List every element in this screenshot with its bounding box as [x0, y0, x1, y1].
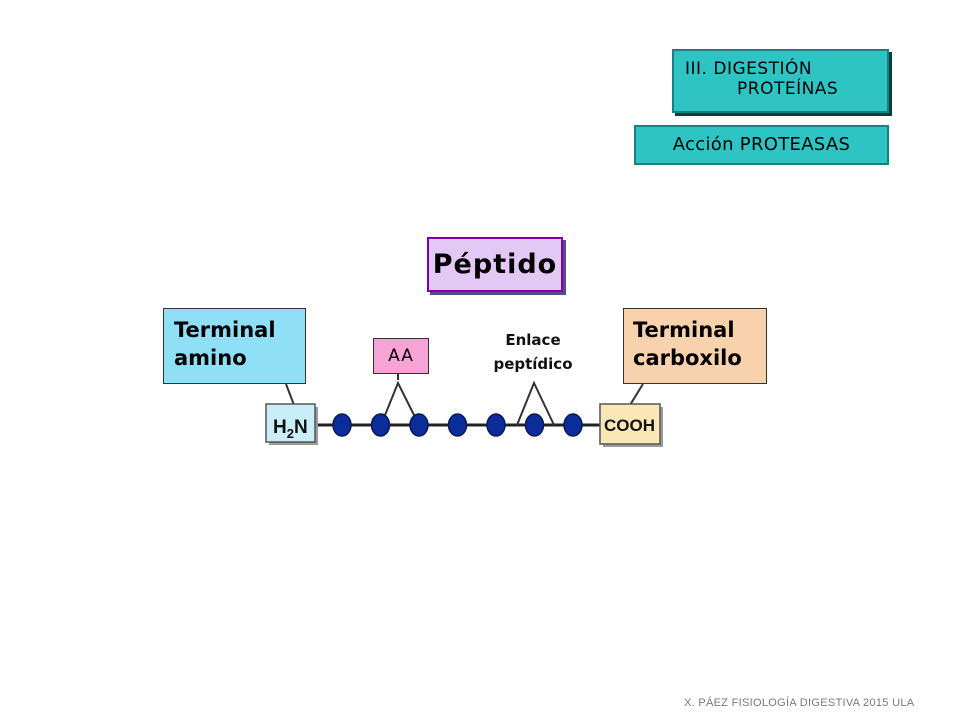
carboxyl-group-box [599, 403, 661, 445]
c-terminal-line1: Terminal [633, 318, 735, 342]
carboxyl-group: COOH [599, 403, 663, 447]
n-terminal-line2: amino [174, 346, 247, 370]
aa-pointer [380, 380, 420, 426]
amino-acid-residue [563, 413, 583, 437]
amino-group-box [265, 403, 316, 443]
footer-credit: X. PÁEZ FISIOLOGÍA DIGESTIVA 2015 ULA [684, 697, 915, 709]
c-terminal-leader-line [629, 383, 644, 406]
c-terminal-label: Terminal carboxilo [623, 308, 767, 384]
n-terminal-line1: Terminal [174, 318, 276, 342]
amino-group: H2N [265, 403, 318, 445]
n-terminal-leader-line [285, 383, 295, 406]
peptide-bond-label: Enlace peptídico [478, 328, 588, 380]
amino-acid-residue [486, 413, 506, 437]
amino-acid-residue [332, 413, 352, 437]
peptide-bond-pointer [516, 380, 555, 426]
section-title: III. DIGESTIÓN PROTEÍNAS [672, 49, 889, 113]
amino-acid-label: AA [373, 338, 429, 374]
amino-group-text: H2N [273, 417, 308, 441]
amino-acid-residue [409, 413, 429, 437]
subtitle-box: Acción PROTEASAS [634, 125, 889, 165]
section-title-line1: III. DIGESTIÓN [685, 59, 813, 79]
peptide-bond-line2: peptídico [493, 355, 573, 373]
residue-group [332, 413, 583, 437]
diagram-title: Péptido [427, 237, 563, 292]
section-title-line2: PROTEÍNAS [737, 79, 839, 99]
amino-acid-residue [524, 413, 545, 437]
amino-acid-residue [370, 413, 391, 437]
peptide-bond-line1: Enlace [505, 331, 561, 349]
amino-acid-residue [447, 413, 468, 437]
carboxyl-group-text: COOH [604, 416, 655, 435]
c-terminal-line2: carboxilo [633, 346, 742, 370]
n-terminal-label: Terminal amino [163, 308, 306, 384]
